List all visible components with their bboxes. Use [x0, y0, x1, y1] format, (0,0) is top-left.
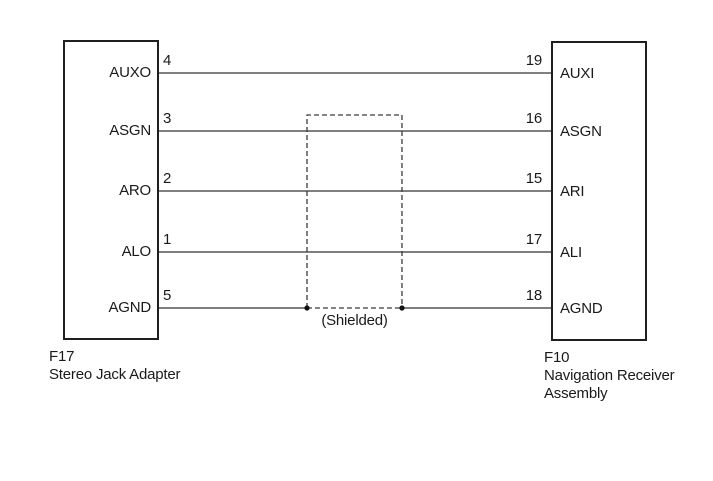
pin-number: 15: [525, 170, 543, 187]
shield-junction-dot-left: [304, 305, 310, 311]
pin-label: AUXI: [560, 65, 595, 82]
right-connector-name: Navigation Receiver Assembly: [544, 367, 675, 402]
pin-number: 17: [525, 231, 543, 248]
shield-dashed-box: [306, 114, 403, 308]
pin-number: 3: [163, 110, 172, 127]
left-connector-name: Stereo Jack Adapter: [49, 366, 181, 383]
shield-annotation: (Shielded): [321, 312, 388, 329]
pin-number: 19: [525, 52, 543, 69]
left-connector-caption: F17 Stereo Jack Adapter: [49, 348, 259, 384]
left-connector-code: F17: [49, 348, 75, 365]
pin-label: ASGN: [109, 122, 151, 139]
pin-label: ARO: [119, 182, 151, 199]
right-connector-box: [551, 41, 647, 341]
pin-label: AUXO: [109, 64, 151, 81]
pin-number: 1: [163, 231, 172, 248]
pin-label: ALO: [121, 243, 152, 260]
pin-label: ARI: [560, 183, 585, 200]
right-connector-code: F10: [544, 349, 570, 366]
pin-label: AGND: [108, 299, 151, 316]
left-connector-box: [63, 40, 159, 340]
pin-label: AGND: [560, 300, 603, 317]
pin-number: 18: [525, 287, 543, 304]
shield-junction-dot-right: [399, 305, 405, 311]
pin-number: 5: [163, 287, 172, 304]
pin-label: ALI: [560, 244, 582, 261]
pin-number: 2: [163, 170, 172, 187]
right-connector-caption: F10 Navigation Receiver Assembly: [544, 349, 702, 403]
pin-label: ASGN: [560, 123, 602, 140]
pin-number: 16: [525, 110, 543, 127]
pin-number: 4: [163, 52, 172, 69]
